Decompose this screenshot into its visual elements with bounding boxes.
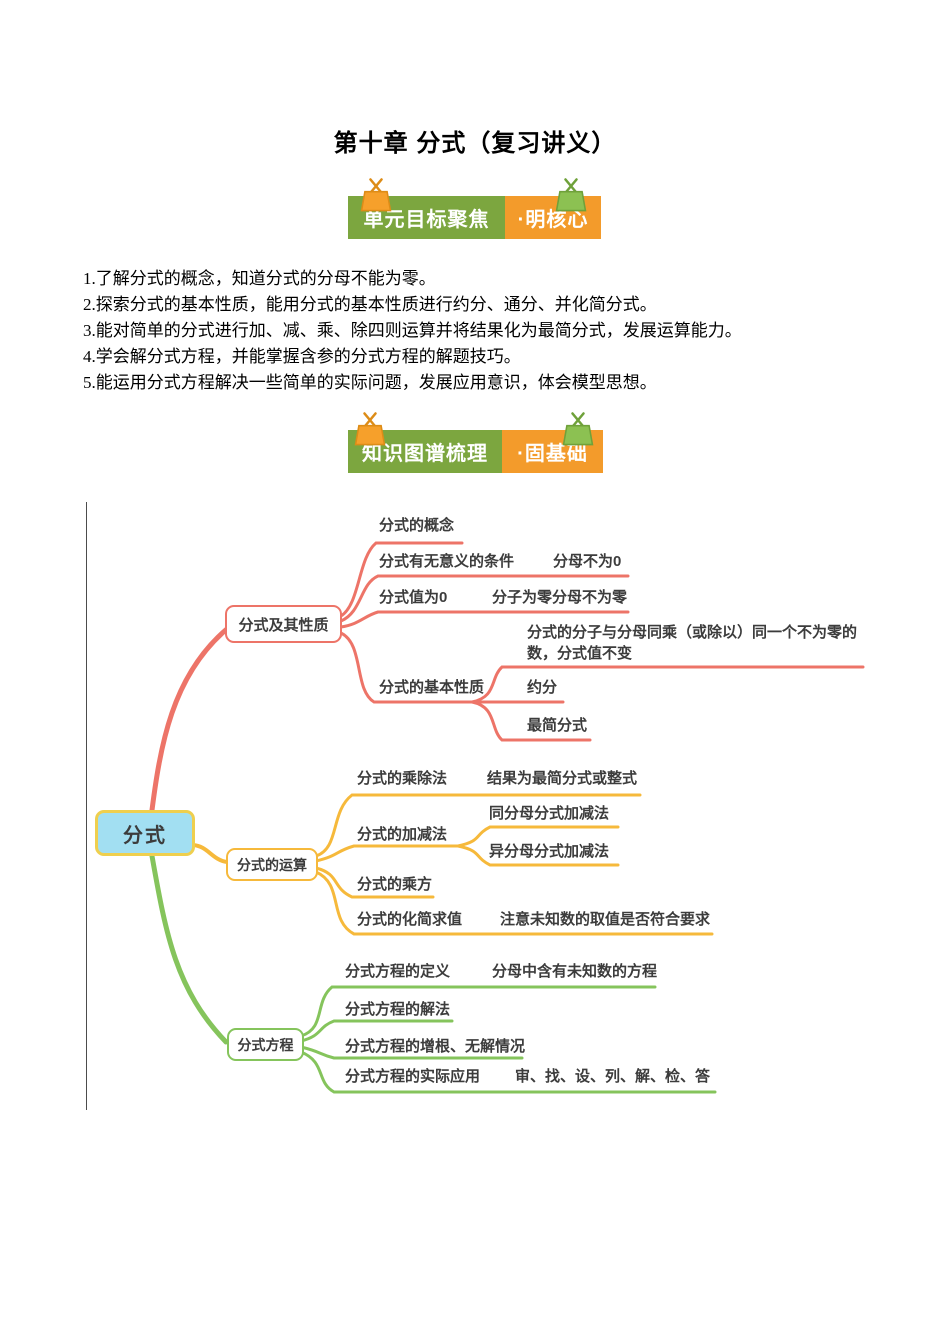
leaf-label: 同分母分式加减法 [489, 805, 610, 822]
leaf-label: 分式的基本性质 [379, 679, 485, 696]
mindmap-root-node: 分式 [95, 810, 195, 856]
objective-item: 4.学会解分式方程，并能掌握含参的分式方程的解题技巧。 [83, 347, 521, 366]
leaf-note: 分母中含有未知数的方程 [492, 963, 658, 980]
leaf-label: 分式方程的解法 [345, 1001, 451, 1018]
leaf-note: 分母不为0 [553, 553, 622, 570]
leaf-label: 分式方程的定义 [345, 963, 451, 980]
leaf-label: 约分 [527, 679, 558, 696]
banner-right-label: ·明核心 [505, 196, 601, 239]
leaf-label: 分式的乘方 [357, 876, 433, 893]
leaf-label: 分式的分子与分母同乘（或除以）同一个不为零的数，分式值不变 [527, 624, 858, 662]
binder-clip-icon [555, 178, 587, 212]
leaf-label: 分式的化简求值 [357, 911, 463, 928]
branch-node-operations: 分式的运算 [226, 848, 318, 881]
banner-left-label: 单元目标聚焦 [348, 196, 505, 239]
banner-unit-goals: 单元目标聚焦 ·明核心 [348, 196, 601, 239]
leaf-label: 分式方程的增根、无解情况 [345, 1038, 526, 1055]
branch-node-equations: 分式方程 [227, 1028, 304, 1061]
leaf-label: 分式方程的实际应用 [345, 1068, 481, 1085]
leaf-note: 分子为零分母不为零 [492, 589, 628, 606]
leaf-label: 异分母分式加减法 [489, 843, 610, 860]
image-left-border [86, 502, 87, 1110]
binder-clip-icon [360, 178, 392, 212]
leaf-label: 分式的加减法 [357, 826, 448, 843]
leaf-label: 分式有无意义的条件 [379, 553, 515, 570]
objective-item: 2.探索分式的基本性质，能用分式的基本性质进行约分、通分、并化简分式。 [83, 295, 657, 314]
page-title: 第十章 分式（复习讲义） [333, 130, 617, 157]
objective-item: 1.了解分式的概念，知道分式的分母不能为零。 [83, 269, 436, 288]
leaf-label: 分式值为0 [379, 589, 448, 606]
leaf-note: 注意未知数的取值是否符合要求 [500, 911, 711, 928]
objective-item: 5.能运用分式方程解决一些简单的实际问题，发展应用意识，体会模型思想。 [83, 373, 657, 392]
leaf-note: 审、找、设、列、解、检、答 [515, 1068, 711, 1085]
objectives-list: 1.了解分式的概念，知道分式的分母不能为零。 2.探索分式的基本性质，能用分式的… [83, 266, 883, 396]
banner-left-label: 知识图谱梳理 [348, 430, 502, 473]
leaf-label: 最简分式 [527, 717, 588, 734]
leaf-label: 分式的概念 [379, 517, 455, 534]
branch-node-properties: 分式及其性质 [225, 605, 342, 643]
banner-knowledge-map: 知识图谱梳理 ·固基础 [348, 430, 603, 473]
binder-clip-icon [354, 412, 386, 446]
leaf-note: 结果为最简分式或整式 [487, 770, 638, 787]
objective-item: 3.能对简单的分式进行加、减、乘、除四则运算并将结果化为最简分式，发展运算能力。 [83, 321, 742, 340]
leaf-label: 分式的乘除法 [357, 770, 448, 787]
binder-clip-icon [562, 412, 594, 446]
